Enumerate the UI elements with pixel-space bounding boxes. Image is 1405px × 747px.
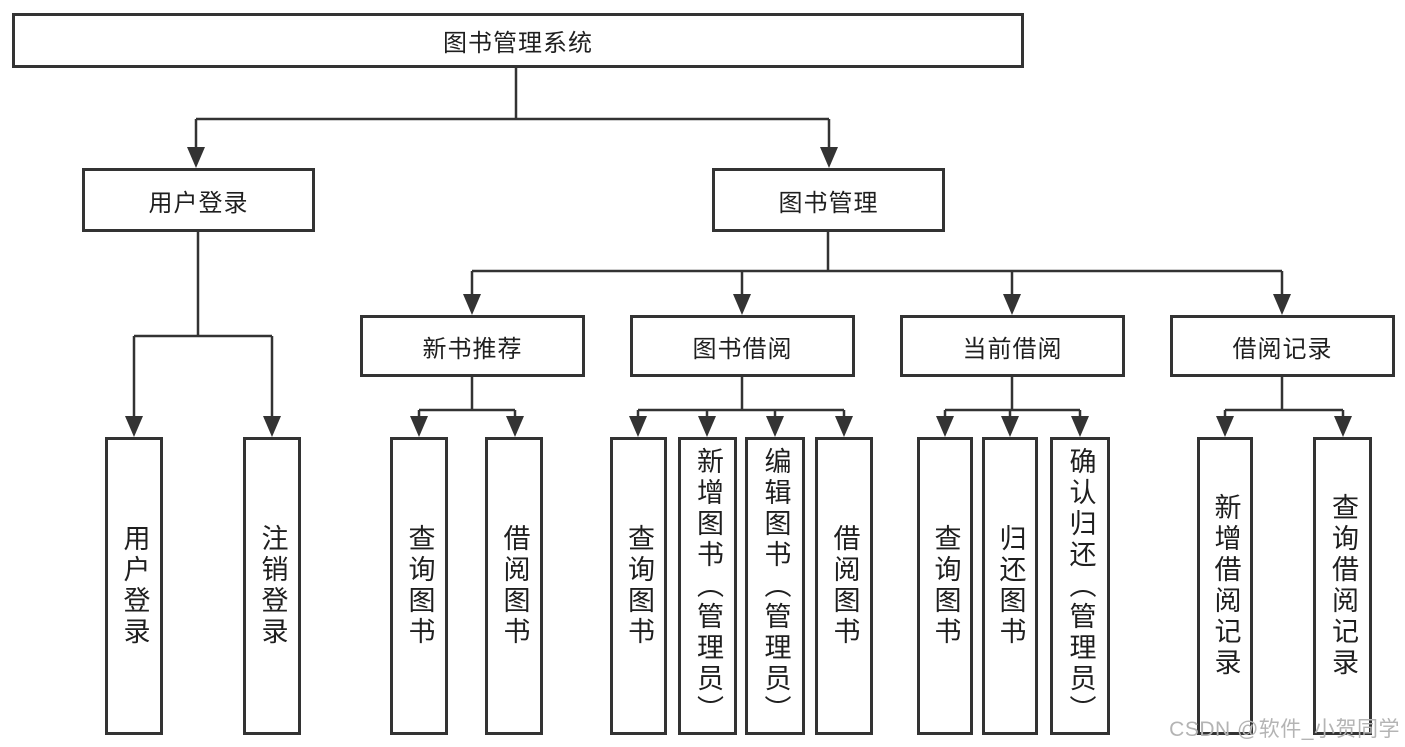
node-book-management: 图书管理	[712, 168, 945, 232]
arrowheads	[125, 147, 1352, 437]
node-label: 用户登录	[148, 189, 249, 217]
leaf-bb-edit-books-admin: 编辑图书（管理员）	[745, 437, 805, 735]
leaf-label: 归还图书	[995, 524, 1026, 648]
csdn-watermark: CSDN @软件_小贺同学	[1169, 718, 1400, 741]
leaf-label: 新增借阅记录	[1210, 493, 1241, 679]
leaf-logout: 注销登录	[243, 437, 301, 735]
leaf-label: 新增图书（管理员）	[693, 446, 723, 726]
leaf-label: 查询借阅记录	[1328, 493, 1358, 679]
leaf-cb-query-books: 查询图书	[917, 437, 973, 735]
leaf-label: 用户登录	[119, 524, 150, 648]
leaf-nb-borrow-books: 借阅图书	[485, 437, 543, 735]
node-book-borrowing: 图书借阅	[630, 315, 855, 377]
leaf-br-add-record: 新增借阅记录	[1197, 437, 1253, 735]
node-label: 借阅记录	[1232, 335, 1333, 363]
node-current-borrowing: 当前借阅	[900, 315, 1125, 377]
leaf-label: 借阅图书	[499, 524, 530, 648]
node-new-book-recommendation: 新书推荐	[360, 315, 585, 377]
node-label: 图书借阅	[692, 335, 793, 363]
leaf-user-login: 用户登录	[105, 437, 163, 735]
leaf-nb-query-books: 查询图书	[390, 437, 448, 735]
node-label: 图书管理系统	[443, 30, 593, 57]
leaf-label: 确认归还（管理员）	[1065, 446, 1096, 726]
leaf-cb-confirm-return-admin: 确认归还（管理员）	[1050, 437, 1110, 735]
leaf-bb-add-books-admin: 新增图书（管理员）	[678, 437, 737, 735]
node-label: 图书管理	[778, 189, 879, 217]
node-borrowing-records: 借阅记录	[1170, 315, 1395, 377]
node-user-login: 用户登录	[82, 168, 315, 232]
leaf-br-query-record: 查询借阅记录	[1313, 437, 1372, 735]
leaf-label: 编辑图书（管理员）	[760, 446, 791, 726]
leaf-bb-query-books: 查询图书	[610, 437, 667, 735]
node-label: 新书推荐	[422, 335, 523, 363]
leaf-label: 查询图书	[624, 524, 654, 648]
leaf-label: 借阅图书	[829, 524, 860, 648]
leaf-cb-return-books: 归还图书	[982, 437, 1038, 735]
leaf-label: 注销登录	[257, 524, 288, 648]
leaf-bb-borrow-books: 借阅图书	[815, 437, 873, 735]
leaf-label: 查询图书	[930, 524, 961, 648]
leaf-label: 查询图书	[404, 524, 435, 648]
node-label: 当前借阅	[962, 335, 1063, 363]
node-library-management-system: 图书管理系统	[12, 13, 1024, 68]
